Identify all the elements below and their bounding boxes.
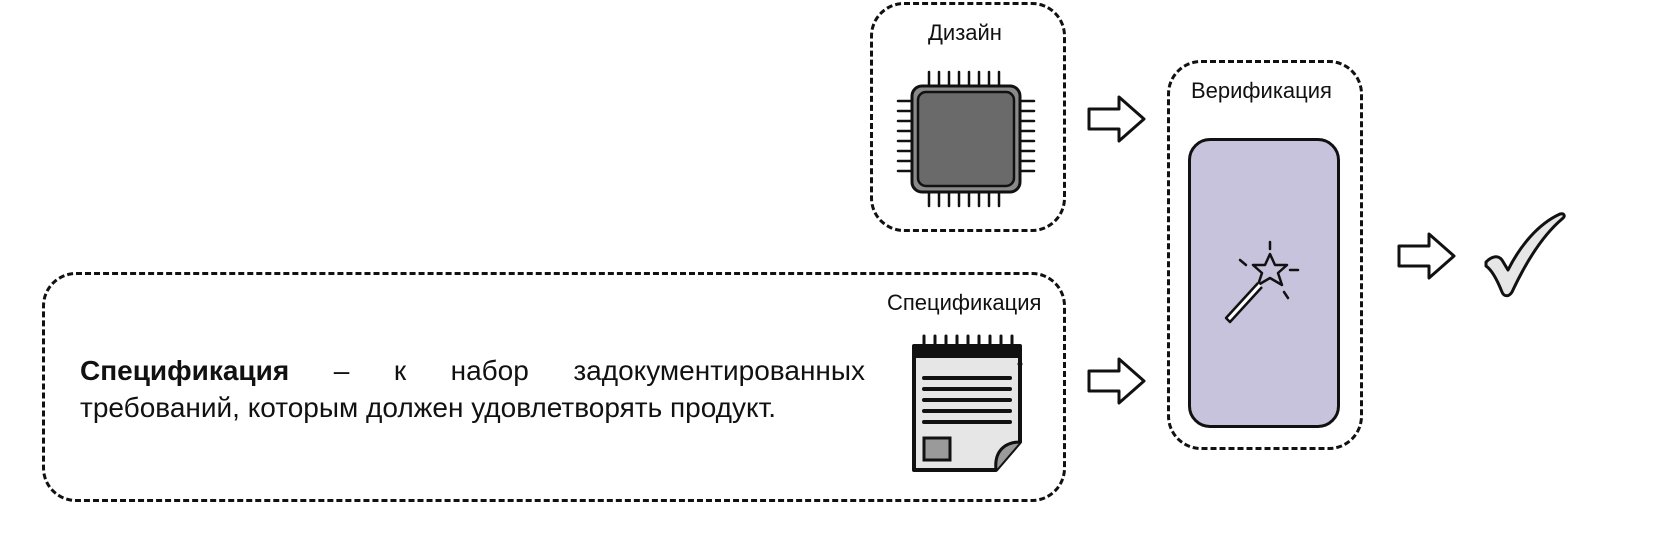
chip-icon [896,70,1036,208]
verification-panel [1188,138,1340,428]
checkmark-icon [1484,212,1566,298]
magic-wand-icon [1224,240,1300,324]
notepad-icon [912,334,1023,472]
arrow-right-icon [1397,232,1456,280]
arrow-right-icon [1087,95,1146,143]
spec-box [42,272,1066,502]
spec-label: Спецификация [887,290,1042,315]
verification-label: Верификация [1191,78,1332,103]
spec-term: Спецификация [80,355,290,386]
design-box [870,2,1066,232]
arrow-right-icon [1087,357,1146,405]
design-label: Дизайн [928,20,1002,45]
spec-definition: Спецификация – к набор задокументированн… [80,352,865,426]
verification-box [1167,60,1363,450]
spec-definition-text: – к набор задокументированных требований… [80,355,865,423]
